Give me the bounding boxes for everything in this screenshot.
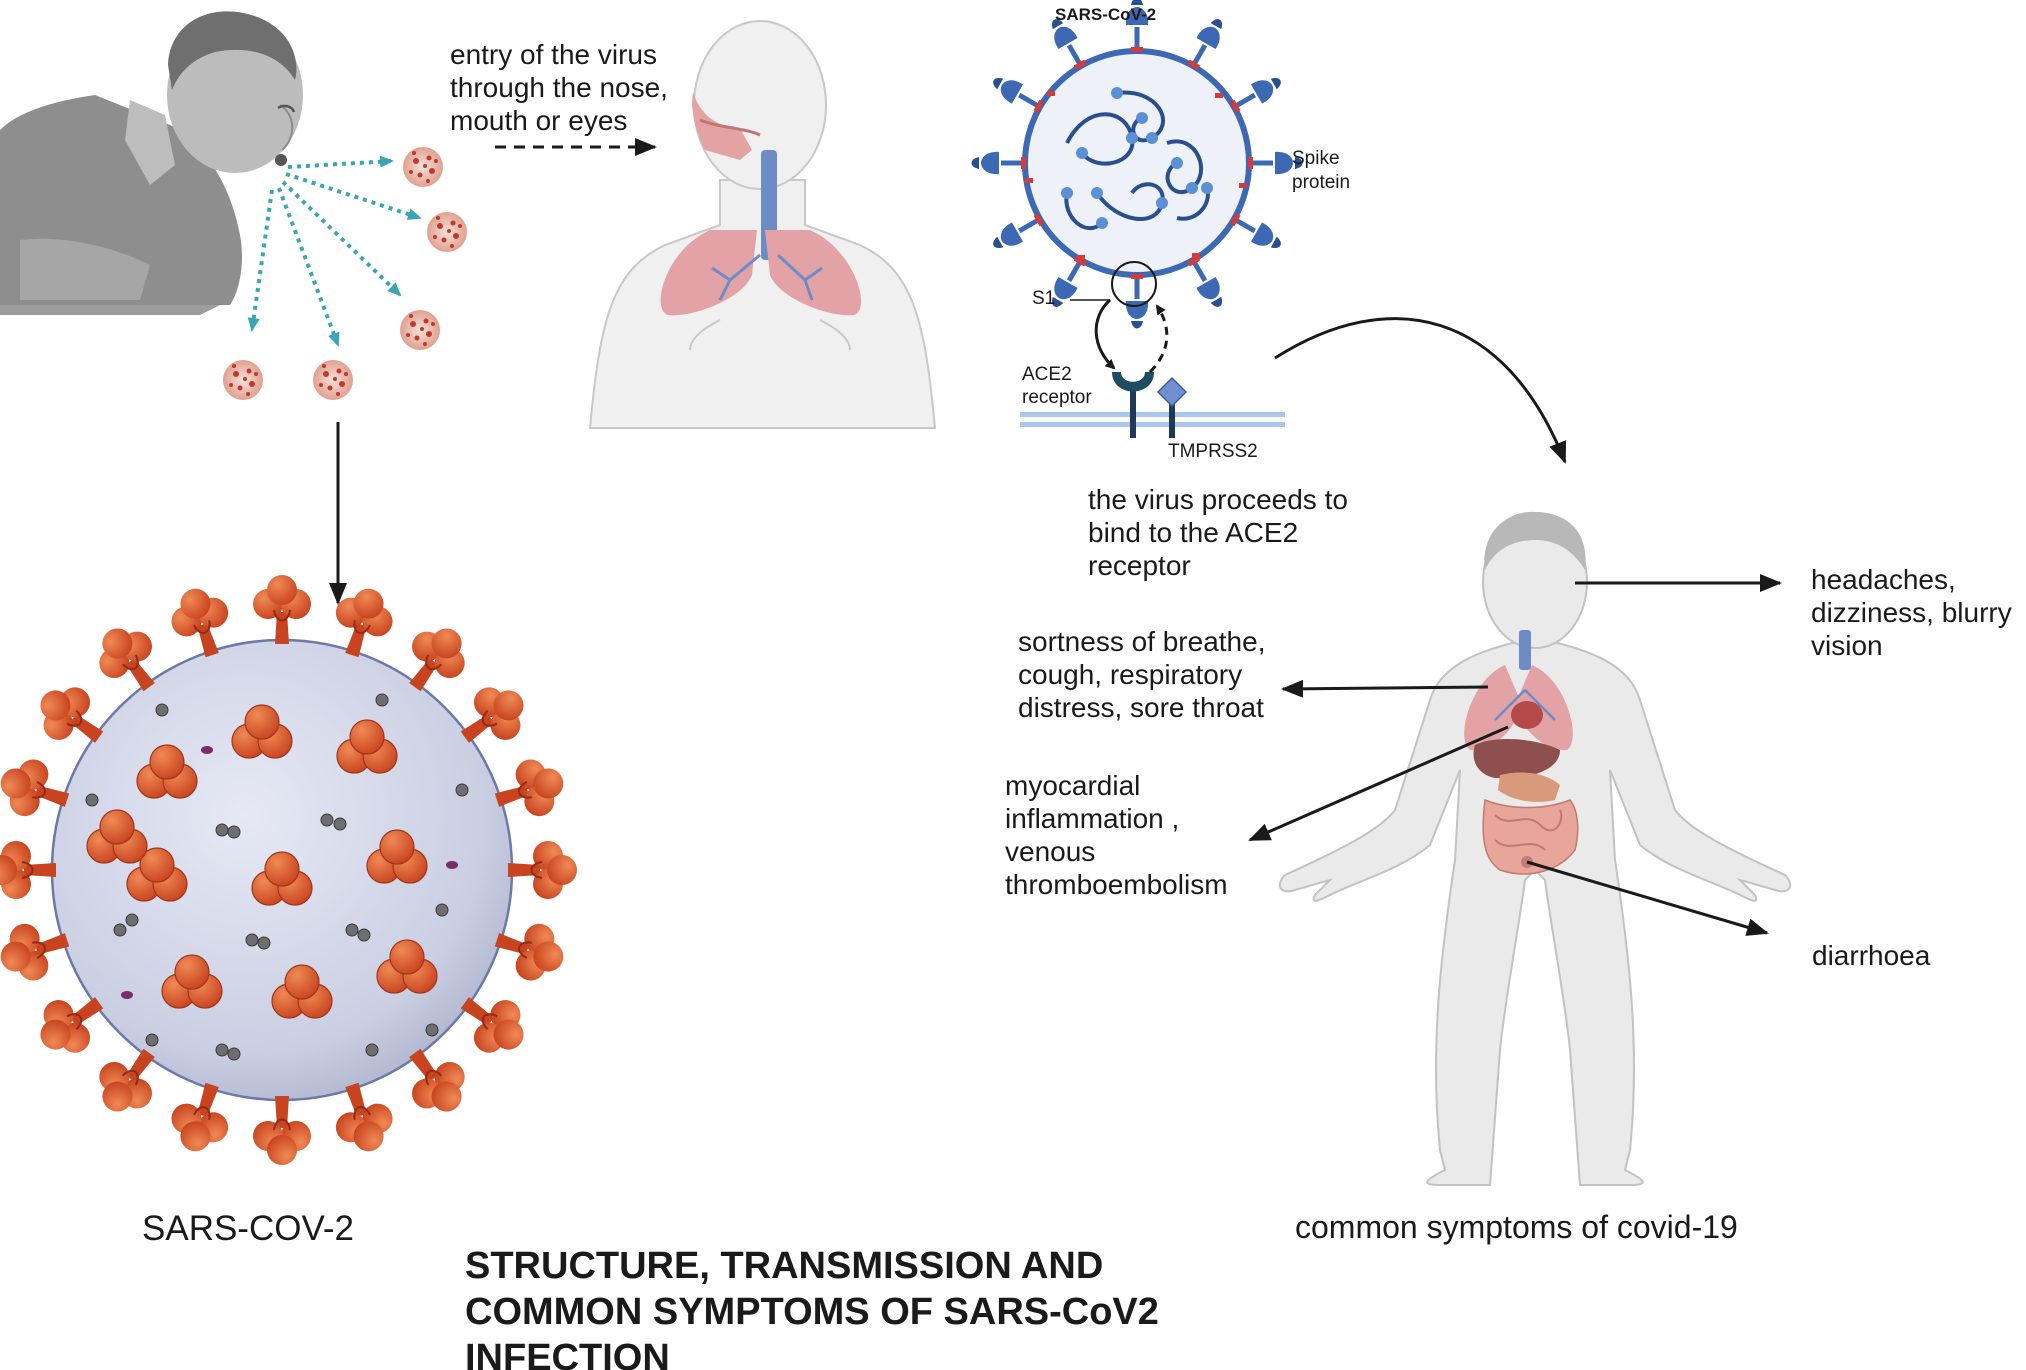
arrow-diarrhoea	[1526, 860, 1769, 936]
ace2-receptor-label: ACE2 receptor	[1022, 364, 1092, 408]
symptom-headaches: headaches, dizziness, blurry vision	[1811, 564, 2012, 661]
sars-cov-2-small-virus	[972, 0, 1303, 329]
symptom-myocardial: myocardial inflammation , venous thrombo…	[1005, 770, 1228, 900]
tmprss2-label: TMPRSS2	[1168, 441, 1258, 462]
virus-structure-caption: SARS-COV-2	[142, 1209, 354, 1248]
diagram-main-title: STRUCTURE, TRANSMISSION AND COMMON SYMPT…	[465, 1245, 1159, 1370]
coughing-person	[0, 11, 303, 315]
binding-description: the virus proceeds to bind to the ACE2 r…	[1088, 484, 1348, 581]
binding-arrow	[1094, 298, 1116, 370]
s1-label: S1	[1032, 288, 1056, 309]
arrow-to-symptoms	[1274, 317, 1567, 464]
small-virus-title: SARS-CoV-2	[1055, 5, 1157, 24]
arrow-myocardial	[1248, 725, 1509, 842]
arrow-respiratory	[1281, 679, 1489, 698]
spike-protein-label: Spike protein	[1292, 148, 1351, 193]
symptom-respiratory: sortness of breathe, cough, respiratory …	[1018, 626, 1266, 723]
entry-route-label: entry of the virus through the nose, mou…	[450, 39, 668, 136]
cell-membrane	[1020, 412, 1285, 427]
ace2-receptor	[1112, 372, 1154, 438]
human-body-symptoms	[1278, 511, 1792, 1186]
s1-highlight-circle	[1111, 261, 1157, 307]
symptom-diarrhoea: diarrhoea	[1812, 940, 1931, 971]
droplet-trails	[247, 155, 422, 347]
common-symptoms-caption: common symptoms of covid-19	[1295, 1209, 1738, 1245]
sars-cov-2-virus-structure	[0, 574, 578, 1166]
tmprss2-protease	[1156, 376, 1188, 438]
respiratory-torso	[588, 20, 937, 429]
release-arrow-dashed	[1148, 304, 1169, 374]
